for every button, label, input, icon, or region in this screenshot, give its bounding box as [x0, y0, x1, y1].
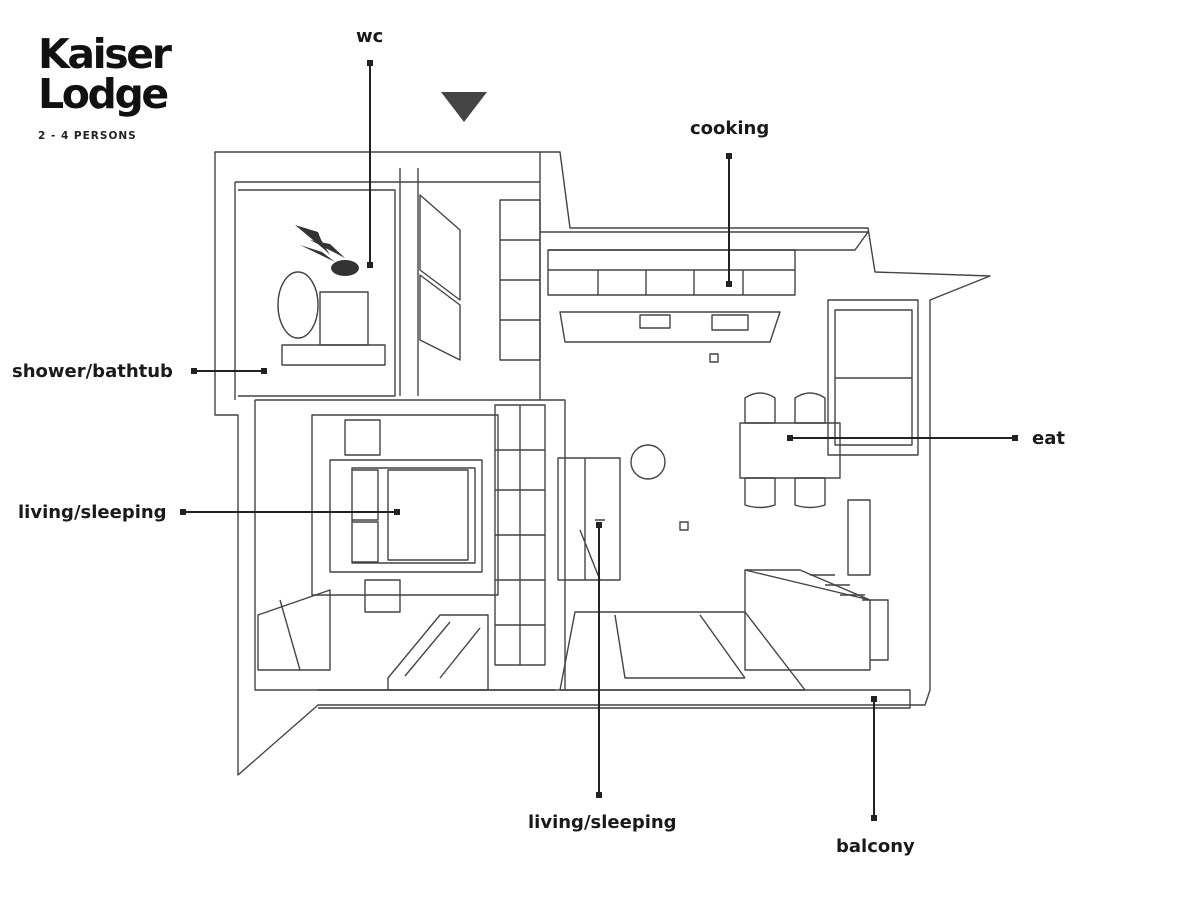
- chairs: [744, 392, 826, 509]
- double-bed: [329, 459, 483, 573]
- sideboard: [744, 569, 871, 671]
- right-window: [827, 299, 919, 456]
- room-label-shower: shower/bathtub: [12, 361, 173, 382]
- kitchen-frame: [540, 231, 869, 251]
- brand-line-2: Lodge: [38, 70, 169, 119]
- room-label-eat: eat: [1032, 428, 1065, 449]
- room-label-wc: wc: [356, 26, 384, 47]
- sofa: [557, 457, 621, 581]
- sink-cabinet: [319, 291, 369, 346]
- sliding-door-right: [559, 611, 806, 691]
- divider-shelf: [494, 404, 546, 666]
- coffee-table: [630, 444, 666, 480]
- sliding-door-left: [387, 614, 489, 691]
- tall-shelf: [499, 199, 541, 361]
- vanity: [281, 344, 386, 366]
- floor-marker-lower: [679, 521, 689, 531]
- plant-decoration: [295, 225, 359, 276]
- balcony-outline: [318, 689, 911, 709]
- capacity-label: 2 - 4 PERSONS: [38, 130, 137, 142]
- leader-lines: [183, 63, 1015, 818]
- bench: [257, 589, 331, 671]
- brand-line-1: Kaiser: [38, 30, 172, 78]
- inner-wall-line: [234, 152, 541, 400]
- floor-marker-upper: [709, 353, 719, 363]
- leader-end-markers: [180, 60, 1018, 821]
- outer-wall: [214, 151, 991, 776]
- nightstand: [364, 579, 401, 613]
- steps: [810, 574, 889, 661]
- dining-table: [739, 422, 841, 479]
- room-label-living-bottom: living/sleeping: [528, 812, 677, 833]
- brand-title: Kaiser Lodge: [38, 30, 172, 119]
- north-triangle-icon: [441, 92, 487, 122]
- room-label-balcony: balcony: [836, 836, 915, 857]
- wall-frame: [847, 499, 871, 576]
- wardrobe: [311, 414, 499, 596]
- bathroom-wall: [238, 189, 396, 397]
- room-label-cooking: cooking: [690, 118, 770, 139]
- bathroom-mirror: [277, 271, 319, 339]
- divider-wall: [254, 399, 566, 691]
- room-label-living-left: living/sleeping: [18, 502, 167, 523]
- kitchen-counter: [559, 311, 781, 343]
- kitchen-upper-cabinets: [547, 249, 796, 296]
- bathroom-divider: [399, 168, 419, 396]
- wall-panels: [419, 194, 461, 361]
